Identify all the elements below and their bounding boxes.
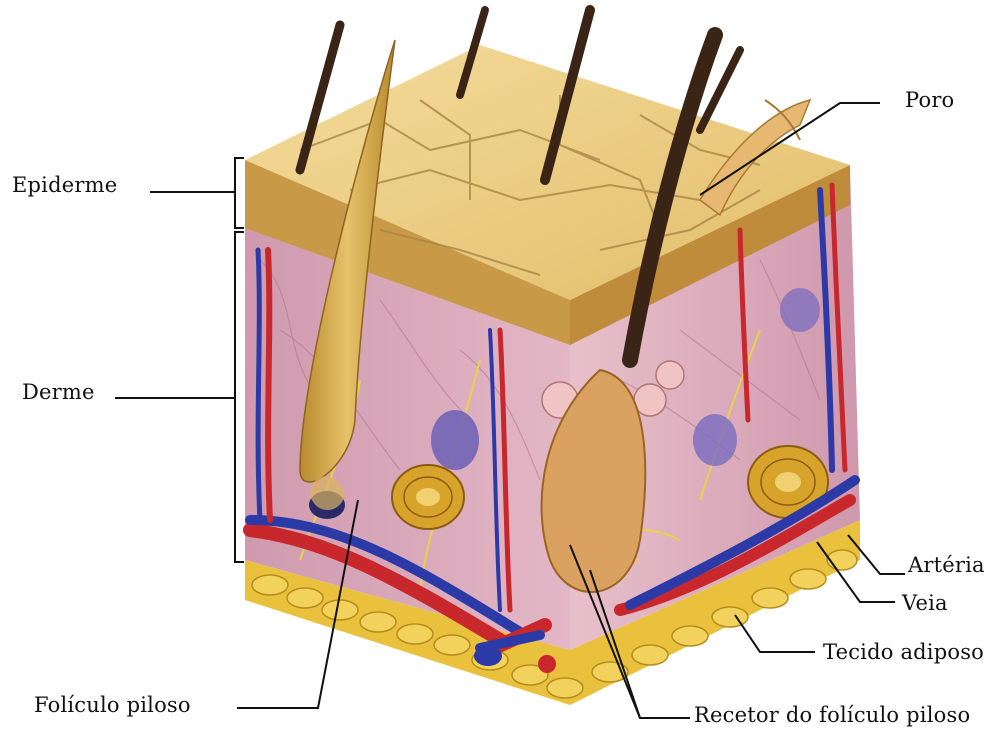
label-veia: Veia xyxy=(902,591,948,615)
label-arteria: Artéria xyxy=(908,553,985,577)
label-derme: Derme xyxy=(22,380,95,404)
label-epiderme: Epiderme xyxy=(12,173,117,197)
label-recetor: Recetor do folículo piloso xyxy=(694,703,970,727)
label-poro: Poro xyxy=(905,88,954,112)
label-tecido-adiposo: Tecido adiposo xyxy=(823,640,984,664)
label-foliculo-piloso: Folículo piloso xyxy=(34,693,191,717)
